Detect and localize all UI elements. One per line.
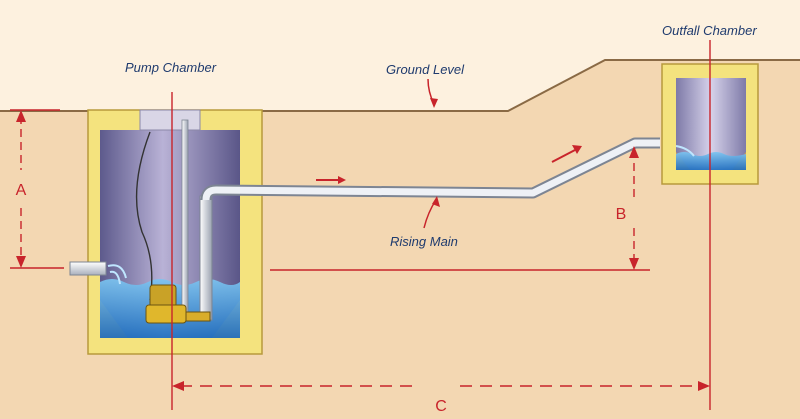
dimension-c-label: C — [435, 398, 447, 415]
inlet-splash-icon — [107, 264, 127, 285]
dimension-a-line — [10, 109, 64, 269]
flow-arrow-horizontal — [316, 176, 346, 184]
rising-main-label: Rising Main — [390, 234, 458, 249]
ground-level-leader-arrow — [430, 98, 438, 108]
outfall-discharge-stream — [675, 145, 695, 157]
dimension-c-line — [171, 40, 711, 410]
pump-chamber-label: Pump Chamber — [125, 60, 217, 75]
rising-main-pipe-highlight — [202, 139, 660, 201]
inlet-pipe — [69, 261, 107, 276]
dimension-b-line — [270, 146, 650, 271]
submersible-pump-icon — [145, 284, 211, 324]
ground-level-label: Ground Level — [386, 62, 465, 77]
outfall-chamber-label: Outfall Chamber — [662, 23, 757, 38]
dimension-b-label: B — [616, 206, 627, 223]
rising-main-leader-arrow — [432, 196, 440, 207]
float-switch-cable — [135, 131, 153, 301]
discharge-riser-pipe — [199, 195, 213, 321]
pump-chamber-cover — [139, 109, 201, 131]
flow-arrow-rising — [551, 145, 582, 163]
guide-rail — [181, 119, 189, 321]
outfall-water — [676, 152, 746, 170]
dimension-a-label: A — [16, 182, 27, 199]
